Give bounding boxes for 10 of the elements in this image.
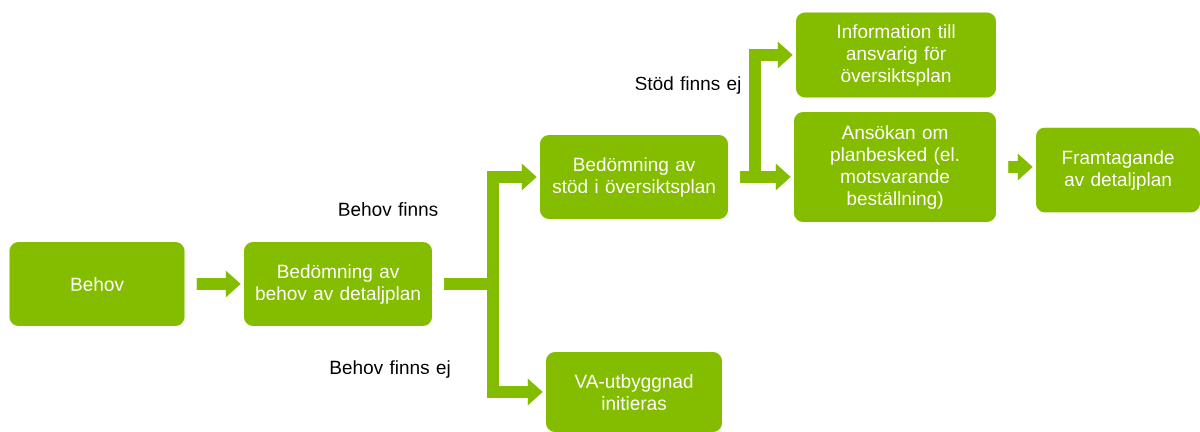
edge-label: Behov finns ej	[330, 360, 450, 378]
edge-label: Stöd finns ej	[635, 76, 741, 94]
process-box: Bedömning av behov av detaljplan	[244, 242, 432, 326]
process-box: VA-utbyggnad initieras	[546, 352, 722, 432]
process-box: Ansökan om planbesked (el. motsvarande beställning)	[794, 112, 996, 222]
process-box: Information till ansvarig för översiktsplan	[796, 12, 996, 98]
process-box: Bedömning av stöd i översiktsplan	[540, 135, 728, 219]
edge-label: Behov finns	[339, 202, 438, 216]
process-box: Framtagande av detaljplan	[1036, 127, 1200, 213]
process-box: Behov	[9, 242, 185, 326]
